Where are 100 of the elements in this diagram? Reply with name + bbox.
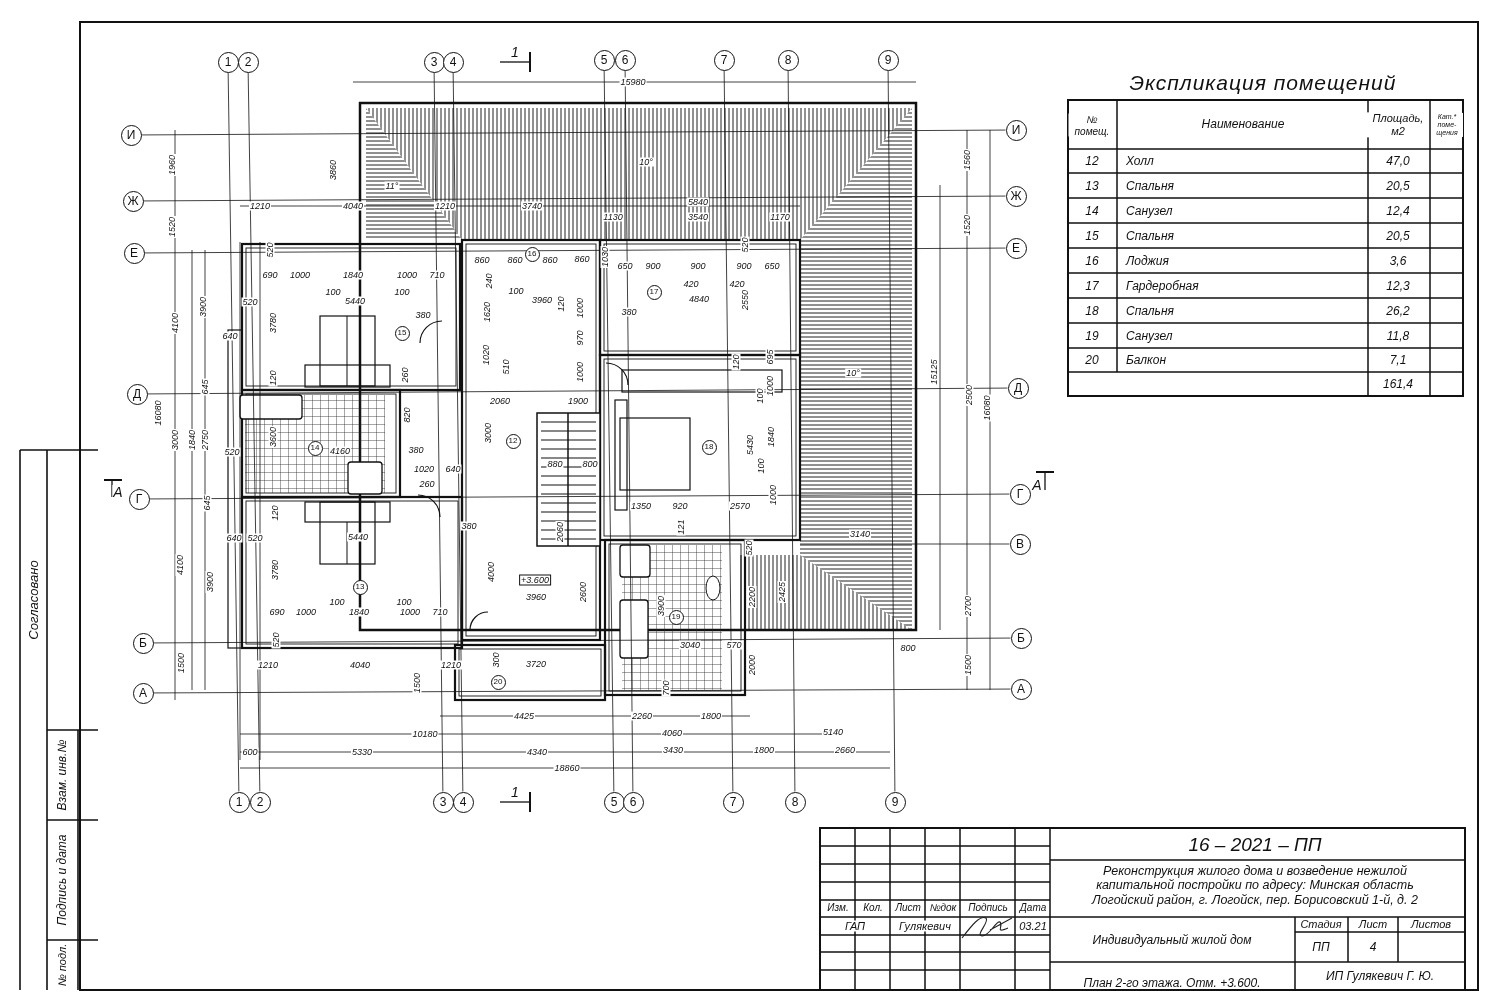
area-value: 20,5	[1385, 180, 1411, 192]
dimension-label: 520	[223, 447, 241, 457]
axis-bubble: 6	[614, 49, 636, 71]
dimension-label: 1620	[482, 301, 492, 323]
room-name: Лоджия	[1125, 255, 1170, 267]
axis-bubble: 4	[452, 791, 474, 813]
dimension-label: 645	[202, 494, 212, 512]
stamp-label: № подл.	[56, 942, 68, 988]
section-mark-label: 1	[510, 45, 520, 59]
dimension-label: 1960	[167, 154, 177, 176]
dimension-label: 3860	[328, 159, 338, 181]
dimension-label: 1500	[176, 652, 186, 674]
area-value: 20,5	[1385, 230, 1411, 242]
axis-bubble: 5	[603, 791, 625, 813]
dimension-label: 1900	[567, 396, 589, 406]
dimension-label: 690	[268, 607, 286, 617]
axis-line	[149, 493, 1010, 500]
dimension-label: 700	[661, 679, 671, 697]
dimension-label: 3140	[849, 529, 871, 539]
dimension-label: 645	[200, 378, 210, 396]
dimension-label: 3740	[521, 201, 543, 211]
title-block-label: Стадия	[1299, 918, 1343, 930]
axis-bubble: 3	[423, 51, 445, 73]
section-mark-label: 1	[510, 785, 520, 799]
room-name: Санузел	[1125, 205, 1174, 217]
axis-line	[787, 70, 796, 792]
dimension-label: 860	[573, 254, 591, 264]
area-value: 47,0	[1385, 155, 1411, 167]
dimension-label: 820	[402, 406, 412, 424]
dimension-label: 860	[541, 255, 559, 265]
dimension-label: 1210	[440, 660, 462, 670]
axis-line	[723, 70, 734, 792]
slope-label: 11°	[384, 181, 400, 191]
axis-line	[153, 688, 1011, 694]
dimension-label: 800	[581, 459, 599, 469]
room-name: Спальня	[1125, 230, 1175, 242]
title-block-label: Дата	[1018, 903, 1048, 913]
dimension-label: 2660	[834, 745, 856, 755]
dimension-label: 650	[763, 261, 781, 271]
dimension-label: 3960	[531, 295, 553, 305]
title-block-value: ПП	[1311, 941, 1331, 953]
dimension-label: 710	[428, 270, 446, 280]
dimension-label: 1520	[167, 216, 177, 238]
dimension-label: 4340	[526, 747, 548, 757]
dimension-label: 1520	[962, 214, 972, 236]
slope-label: 10°	[845, 368, 861, 378]
dimension-label: 650	[616, 261, 634, 271]
axis-line	[153, 637, 1011, 644]
dimension-label: 100	[324, 287, 342, 297]
dimension-label: 10180	[411, 729, 439, 739]
dimension-label: 2750	[200, 429, 210, 451]
dimension-label: 100	[395, 597, 413, 607]
dimension-label: 520	[740, 236, 750, 254]
dimension-label: 380	[460, 521, 478, 531]
room-number-marker: 15	[394, 325, 410, 341]
dimension-label: 1170	[769, 212, 791, 222]
dimension-label: 380	[620, 307, 638, 317]
dimension-label: 1030	[600, 246, 610, 268]
axis-bubble: Е	[123, 242, 145, 264]
axis-line	[141, 129, 1006, 136]
area-value: 11,8	[1385, 330, 1411, 342]
room-name: Санузел	[1125, 330, 1174, 342]
dimension-label: 18860	[553, 763, 581, 773]
dimension-label: 15980	[619, 77, 647, 87]
area-value: 3,6	[1388, 255, 1408, 267]
dimension-label: 1020	[413, 464, 435, 474]
dimension-label: 2550	[740, 289, 750, 311]
dimension-label: 1000	[289, 270, 311, 280]
dimension-label: 520	[241, 297, 259, 307]
title-block-label: Подпись	[967, 903, 1009, 913]
level-mark: +3.600	[519, 574, 551, 586]
dimension-label: 4060	[661, 728, 683, 738]
dimension-label: 5440	[344, 296, 366, 306]
dimension-label: 4040	[349, 660, 371, 670]
dimension-label: 3900	[656, 595, 666, 617]
dimension-label: 2570	[729, 501, 751, 511]
dimension-label: 900	[644, 261, 662, 271]
stamp-label: Подпись и дата	[56, 833, 68, 927]
title-block-value: Гулякевич	[898, 920, 952, 932]
dimension-label: 900	[689, 261, 707, 271]
dimension-label: 420	[728, 279, 746, 289]
dimension-label: 690	[261, 270, 279, 280]
designer-name: ИП Гулякевич Г. Ю.	[1324, 970, 1436, 982]
room-number: 19	[1084, 330, 1100, 342]
title-block-label: Лист	[894, 903, 922, 913]
dimension-label: 3900	[198, 296, 208, 318]
stamp-label: Взам. инв.№	[56, 738, 68, 812]
dimension-label: 695	[765, 348, 775, 366]
axis-bubble: 7	[713, 49, 735, 71]
dimension-label: 4100	[175, 554, 185, 576]
dimension-label: 520	[271, 631, 281, 649]
axis-line	[603, 70, 615, 792]
axis-bubble: Ж	[122, 190, 144, 212]
title-block-value: 03.21	[1018, 920, 1048, 932]
dimension-label: 5140	[822, 727, 844, 737]
axis-line	[452, 72, 464, 792]
dimension-label: 4040	[342, 201, 364, 211]
axis-bubble: 8	[784, 791, 806, 813]
room-number: 16	[1084, 255, 1100, 267]
dimension-label: 860	[506, 255, 524, 265]
